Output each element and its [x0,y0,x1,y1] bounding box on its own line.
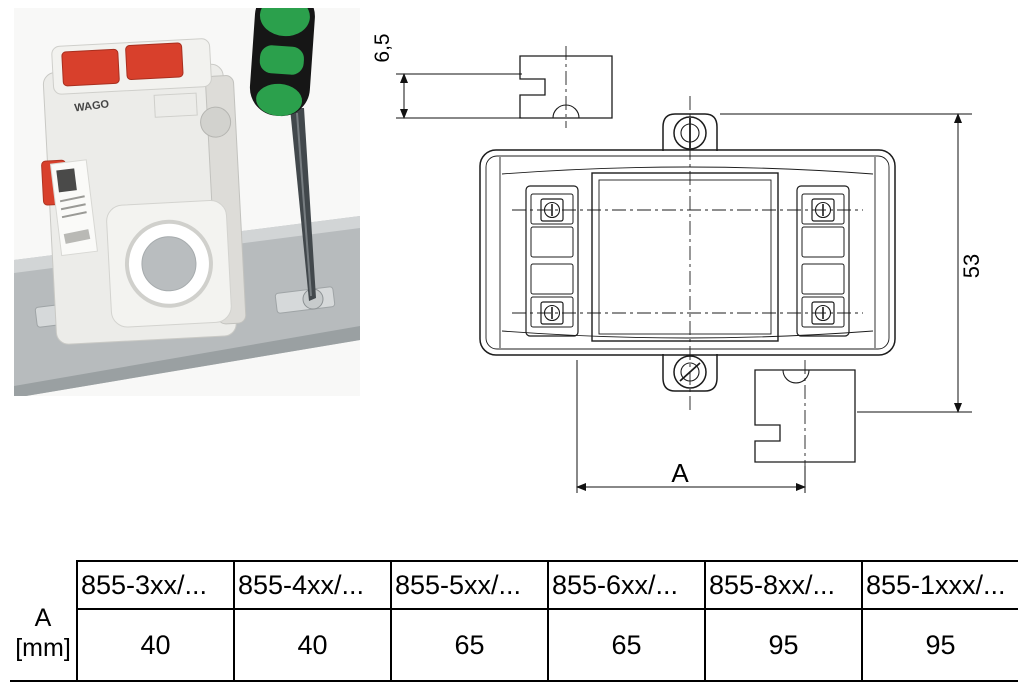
dimension-drawing: 6,5 53 A [371,10,1020,510]
transformer-window-outline [591,172,779,342]
wago-logo-text: WAGO [74,98,110,114]
value-cell-855-5xx: 65 [390,610,547,682]
terminal-block-right [796,185,850,337]
terminal-clamp-red [61,48,120,87]
product-photo: WAGO [14,8,360,396]
col-header-855-1xxx: 855-1xxx/... [861,560,1018,610]
dim-label-6-5: 6,5 [371,33,394,63]
terminal-clamp-red [125,42,184,80]
device-outline [479,55,896,463]
terminal-block-left [525,185,579,337]
row-label-a: A [34,604,52,632]
col-header-855-6xx: 855-6xx/... [547,560,704,610]
value-cell-855-8xx: 95 [704,610,861,682]
col-header-855-3xx: 855-3xx/... [76,560,233,610]
value-cell-855-1xxx: 95 [861,610,1018,682]
col-header-855-8xx: 855-8xx/... [704,560,861,610]
current-transformer-device: WAGO [41,38,247,345]
spec-table: A [mm] 855-3xx/... 855-4xx/... 855-5xx/.… [10,560,1018,682]
col-header-855-5xx: 855-5xx/... [390,560,547,610]
dimension-lines [396,73,972,493]
value-cell-855-3xx: 40 [76,610,233,682]
dim-label-53: 53 [959,253,984,279]
product-photo-image: WAGO [14,8,360,396]
col-header-855-4xx: 855-4xx/... [233,560,390,610]
dimension-drawing-svg [396,46,972,493]
screwdriver-icon [249,8,316,301]
centerlines [512,46,863,472]
row-label-mm: [mm] [15,634,71,662]
dim-label-a: A [671,458,689,488]
device-label [49,159,98,257]
value-cell-855-4xx: 40 [233,610,390,682]
row-label-a-mm: A [mm] [10,560,76,682]
rail-clip-bottom [754,369,856,463]
value-cell-855-6xx: 65 [547,610,704,682]
